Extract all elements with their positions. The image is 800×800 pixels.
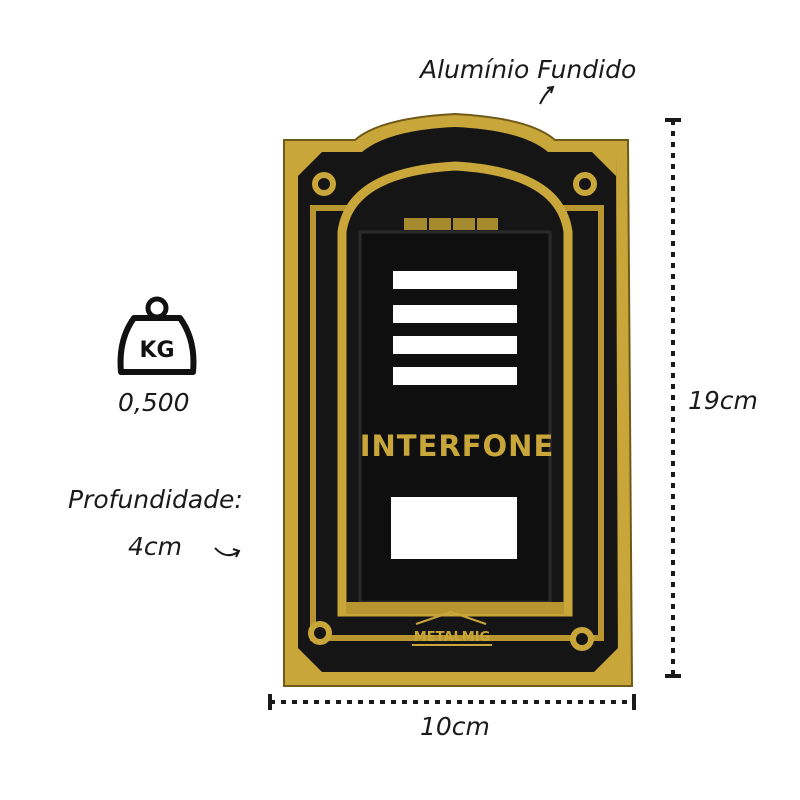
depth-value: 4cm [128, 532, 183, 561]
screw-hole-icon [312, 172, 336, 196]
speaker-slot [393, 336, 517, 354]
button-window [391, 497, 517, 559]
width-dimension-line [268, 694, 636, 710]
depth-title: Profundidade: [68, 485, 243, 514]
intercom-plate: INTERFONE METALMIG [283, 112, 634, 687]
curved-arrow-icon [539, 87, 553, 105]
curved-arrow-icon [214, 547, 239, 557]
height-label: 19cm [688, 386, 758, 415]
panel-text: INTERFONE [360, 429, 555, 463]
weight-value: 0,500 [118, 388, 190, 417]
speaker-slot [393, 305, 517, 323]
svg-text:KG: KG [139, 338, 174, 363]
material-label: Alumínio Fundido [420, 55, 637, 84]
screw-hole-icon [573, 172, 597, 196]
height-dimension-line [665, 118, 681, 678]
brand-text: METALMIG [414, 630, 490, 645]
speaker-slot [393, 367, 517, 385]
speaker-slot [393, 271, 517, 289]
weight-kg-icon: KG [117, 296, 197, 375]
width-label: 10cm [420, 712, 490, 741]
screw-hole-icon [570, 627, 594, 651]
screw-hole-icon [308, 621, 332, 645]
